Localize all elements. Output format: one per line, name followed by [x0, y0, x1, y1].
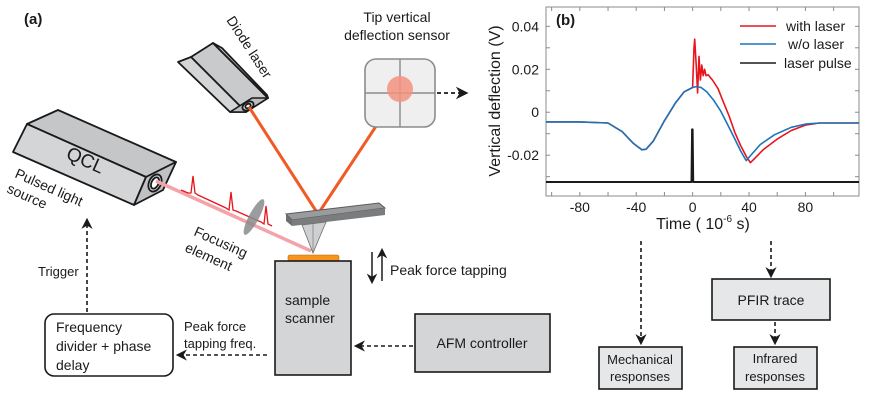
freq-divider-line1: Frequency: [56, 319, 122, 335]
freq-divider-line2: divider + phase: [56, 338, 152, 354]
freq-divider-line3: delay: [56, 357, 89, 373]
frequency-divider-box: [44, 313, 174, 377]
x-tick-label: -80: [570, 199, 590, 215]
afm-cantilever: [284, 202, 387, 255]
y-tick-labels: -0.02 0 0.02 0.04: [507, 18, 539, 163]
x-tick-label: -40: [626, 199, 646, 215]
diode-laser-device: [177, 42, 269, 113]
deflection-chart: -80 -40 0 40 80 -0.02 0 0.02 0.04 (b) with lase…: [487, 6, 860, 233]
pfir-trace-box: [711, 278, 831, 321]
pft-freq-line1: Peak force: [184, 319, 246, 334]
infrared-line2: responses: [745, 369, 805, 384]
pfir-trace-label: PFIR trace: [738, 292, 805, 308]
afm-controller-label: AFM controller: [436, 335, 527, 351]
y-tick-label: 0: [531, 104, 539, 120]
qcl-device: [12, 109, 177, 206]
series-line-w-o-laser: [546, 85, 859, 162]
x-axis-label: Time ( 10-6 s): [656, 214, 750, 233]
afm-controller-box: [414, 313, 551, 373]
panel-a: (a) Diode laser Tip vertical deflection …: [5, 9, 551, 377]
y-axis-label: Vertical deflection (V): [487, 25, 504, 176]
x-axis-label-unit: s): [732, 216, 750, 233]
x-tick-label: 0: [689, 199, 697, 215]
infrared-line1: Infrared: [753, 351, 798, 366]
axis-ticks: [546, 7, 859, 196]
peak-force-tapping-label: Peak force tapping: [390, 262, 507, 278]
mechanical-line2: responses: [610, 369, 670, 384]
x-axis-label-main: Time ( 10: [656, 216, 723, 233]
sample-scanner-box: [274, 260, 352, 376]
y-tick-label: 0.04: [512, 18, 539, 34]
sample-scanner-line1: sample: [285, 292, 330, 308]
x-tick-label: 80: [798, 199, 814, 215]
chart-legend: with laser w/o laser laser pulse: [740, 18, 852, 71]
focusing-lens-icon: [243, 199, 265, 235]
afm-tip: [301, 221, 327, 255]
incident-laser-beam: [247, 106, 320, 215]
plot-area: [545, 6, 860, 197]
sample: [287, 254, 340, 262]
sample-scanner-line2: scanner: [285, 310, 335, 326]
legend-label-with-laser: with laser: [785, 18, 845, 34]
panel-b-flow: PFIR trace Mechanical responses Infrared…: [598, 241, 831, 390]
sensor-title-line1: Tip vertical: [363, 9, 430, 25]
panel-b-label: (b): [556, 12, 575, 29]
ir-beam: [155, 179, 312, 253]
sensor-title-line2: deflection sensor: [344, 27, 450, 43]
y-tick-label: -0.02: [507, 147, 539, 163]
x-tick-labels: -80 -40 0 40 80: [570, 199, 814, 215]
ir-pulse-train: [180, 175, 273, 227]
laser-spot: [387, 76, 413, 102]
legend-label-laser-pulse: laser pulse: [784, 55, 852, 71]
x-tick-label: 40: [741, 199, 757, 215]
mechanical-line1: Mechanical: [607, 352, 673, 367]
series-layer: [546, 38, 859, 183]
series-line-laser-pulse: [546, 128, 859, 183]
y-tick-label: 0.02: [512, 61, 539, 77]
x-axis-label-exponent: -6: [723, 214, 732, 225]
legend-label-wo-laser: w/o laser: [787, 36, 844, 52]
trigger-label: Trigger: [38, 264, 79, 279]
deflection-sensor-quadrant-icon: [364, 58, 436, 128]
infrared-responses-box: [733, 346, 818, 390]
mechanical-responses-box: [598, 346, 683, 390]
panel-a-label: (a): [24, 11, 42, 28]
pft-freq-line2: tapping freq.: [184, 336, 256, 351]
